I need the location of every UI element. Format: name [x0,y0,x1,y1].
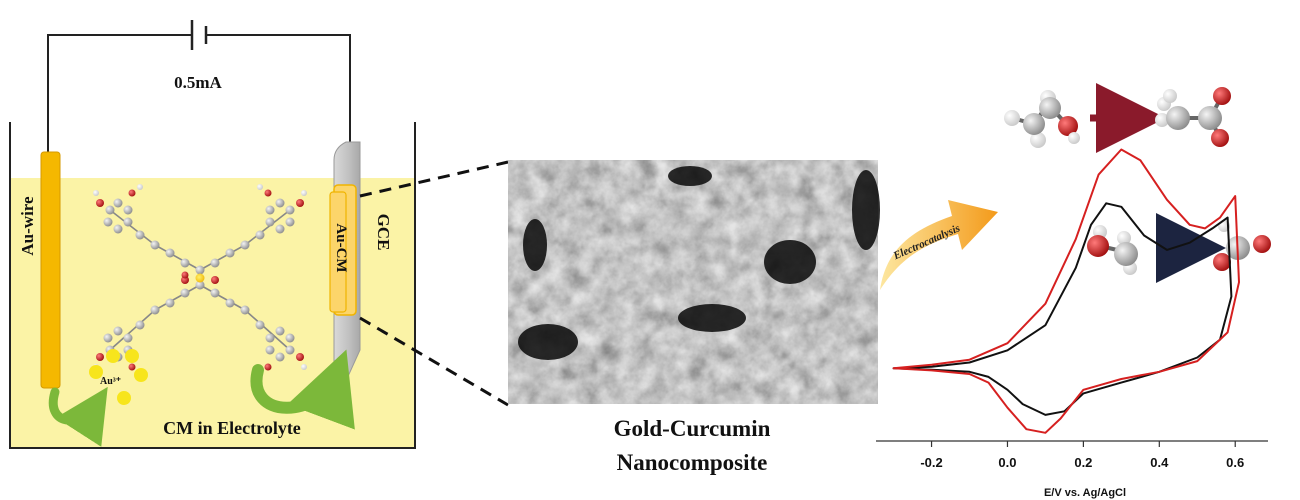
au-cm-coating-layer [329,191,347,313]
cv-curve-black [892,202,1233,416]
x-tick-label: 0.2 [1074,455,1092,470]
cv-series-group [892,148,1240,434]
acetic-acid-molecule [1155,87,1231,147]
current-label: 0.5mA [174,73,222,92]
methanol-molecule [1087,225,1138,275]
x-tick-label: 0.4 [1150,455,1169,470]
x-tick-label: -0.2 [920,455,942,470]
au-cm-label: Au-CM [333,223,349,272]
electrochemical-cell: 0.5mA Au-wire Au-CM GCE [9,20,416,449]
au-wire-electrode [40,151,61,389]
circuit-wire-right [206,34,351,142]
sem-caption-line1: Gold-Curcumin [614,416,771,441]
circuit-wire [47,34,192,152]
green-arrow-right [250,349,355,430]
zoom-line-top [359,160,509,198]
electrocatalysis-arrow: Electrocatalysis [880,200,998,290]
ethanol-molecule [1004,90,1080,148]
x-tick-label: 0.6 [1226,455,1244,470]
beaker-outline [9,122,416,449]
gce-label: GCE [374,214,393,251]
au-ion-label: Au³⁺ [100,376,121,387]
x-axis-label: E/V vs. Ag/AgCl [1044,487,1126,499]
co2-molecule [1213,220,1271,271]
sem-caption-line2: Nanocomposite [617,450,768,475]
zoom-line-bottom [359,316,509,407]
x-axis-ticks: -0.2 0.0 0.2 0.4 0.6 [920,441,1244,470]
green-arrow-left [48,386,108,447]
au-wire-label: Au-wire [18,196,37,256]
sem-image [508,160,880,404]
au-ions [89,349,148,405]
x-tick-label: 0.0 [998,455,1016,470]
cv-curve-red [892,148,1240,434]
electrolyte-label: CM in Electrolyte [163,418,301,438]
cyclic-voltammogram: -0.2 0.0 0.2 0.4 0.6 E/V vs. Ag/AgCl [876,148,1268,499]
gold-center-atom [195,273,205,283]
